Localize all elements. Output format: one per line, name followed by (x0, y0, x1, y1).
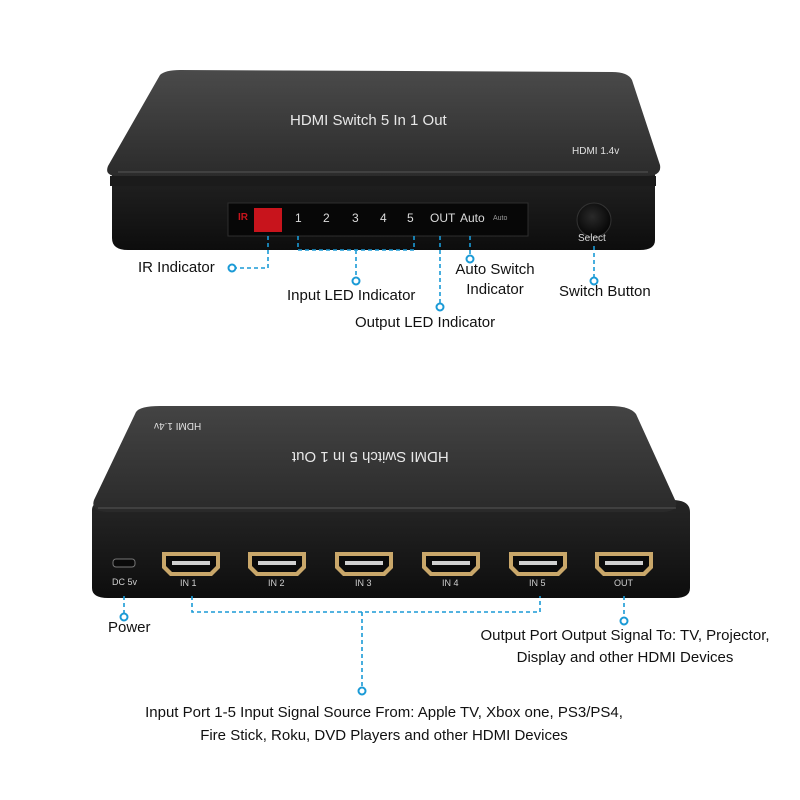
auto-switch-line1: Auto Switch (455, 261, 535, 278)
output-led-indicator-callout: Output LED Indicator (355, 314, 496, 331)
ir-indicator-callout: IR Indicator (138, 259, 215, 276)
callout-dots (119, 254, 629, 696)
port-label-in2: IN 2 (268, 578, 285, 588)
bottom-device-version: HDMI 1.4v (154, 420, 202, 431)
input-port-line1: Input Port 1-5 Input Signal Source From:… (145, 704, 623, 721)
ir-label: IR (238, 212, 248, 223)
select-button-shape (576, 202, 612, 238)
input-led-3: 3 (352, 211, 359, 225)
port-label-in5: IN 5 (529, 578, 546, 588)
top-device (107, 70, 661, 250)
input-led-2: 2 (323, 211, 330, 225)
ir-window (254, 208, 282, 232)
input-led-1: 1 (295, 211, 302, 225)
auto-led-label: Auto (460, 211, 485, 225)
input-led-5: 5 (407, 211, 414, 225)
output-port-line1: Output Port Output Signal To: TV, Projec… (480, 627, 770, 644)
port-label-in4: IN 4 (442, 578, 459, 588)
bottom-device-title: HDMI Switch 5 In 1 Out (292, 448, 449, 465)
select-label: Select (578, 233, 606, 244)
input-led-4: 4 (380, 211, 387, 225)
output-port-callout: Output Port Output Signal To: TV, Projec… (455, 626, 795, 668)
port-label-in3: IN 3 (355, 578, 372, 588)
bottom-device (92, 406, 690, 598)
top-device-version: HDMI 1.4v (572, 146, 620, 157)
input-led-indicator-callout: Input LED Indicator (287, 287, 416, 304)
auto-switch-line2: Indicator (466, 281, 524, 298)
auto-switch-indicator-callout: Auto Switch Indicator (448, 260, 542, 300)
power-callout: Power (108, 619, 151, 636)
auto-small-label: Auto (493, 215, 508, 222)
dc-port-shape (112, 558, 136, 568)
input-port-callout: Input Port 1-5 Input Signal Source From:… (104, 703, 664, 746)
input-port-line2: Fire Stick, Roku, DVD Players and other … (200, 727, 568, 744)
port-label-out: OUT (614, 578, 633, 588)
switch-button-callout: Switch Button (559, 283, 651, 300)
output-port-line2: Display and other HDMI Devices (516, 649, 734, 666)
hdmi-port-shapes (162, 552, 653, 576)
port-label-in1: IN 1 (180, 578, 197, 588)
callout-lines (123, 236, 625, 688)
out-led-label: OUT (430, 211, 456, 225)
top-device-title: HDMI Switch 5 In 1 Out (290, 112, 447, 129)
dc-label: DC 5v (112, 577, 138, 587)
